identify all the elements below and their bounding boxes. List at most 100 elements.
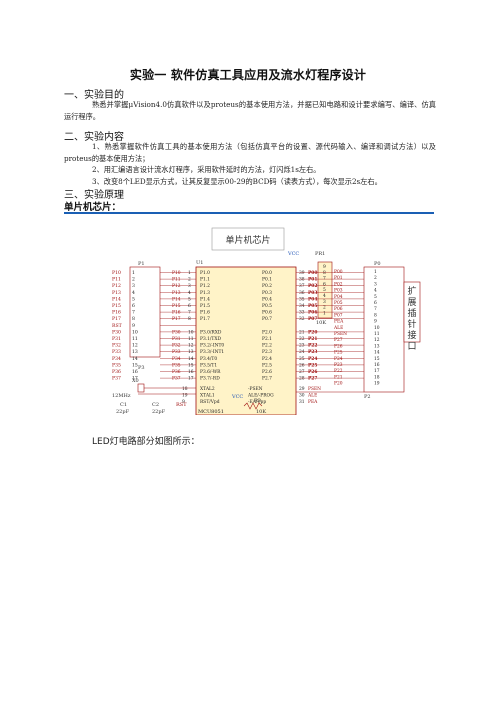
chip-left-net: P31	[172, 337, 181, 342]
right-header	[363, 266, 405, 393]
chip-left-name: P3.3/-INT1	[200, 350, 224, 355]
left-pin-number: 10	[132, 329, 138, 335]
chip-left-name: P1.0	[200, 271, 210, 276]
chip-right-num: 27	[299, 370, 305, 375]
p1-header	[129, 266, 161, 358]
right-header-net: P26	[334, 344, 343, 349]
chip-right-num: 28	[299, 377, 305, 382]
chip-left-net: P16	[172, 311, 181, 316]
left-pin-number: 14	[132, 356, 138, 362]
p2-label: P2	[364, 394, 371, 400]
left-pin-net: P36	[112, 369, 121, 375]
chip-right-name: P2.1	[262, 337, 272, 342]
pr1-pin-number: 2	[323, 306, 326, 311]
right-header-num: 12	[374, 338, 380, 343]
chip-bottom-right-num: 30	[299, 393, 305, 398]
chip-left-name: P3.6/-WR	[200, 370, 221, 375]
left-pin-number: 17	[132, 376, 138, 382]
pr1-label: PR1	[315, 251, 325, 257]
chip-right-num: 33	[299, 311, 305, 316]
chip-right-net: P26	[308, 370, 317, 375]
left-pin-number: 8	[132, 316, 135, 322]
chip-left-num: 2	[188, 278, 191, 283]
vcc-label-r3: VCC	[231, 394, 243, 400]
chip-right-name: P0.6	[262, 311, 272, 316]
chip-bottom-left-name: XTAL1	[200, 393, 215, 398]
chip-right-name: P0.2	[262, 284, 272, 289]
chip-left-num: 16	[188, 370, 194, 375]
chip-left-net: P35	[172, 363, 181, 368]
chip-bottom-left-num: 18	[182, 387, 188, 392]
left-pin-net: P17	[112, 316, 121, 322]
chip-left-num: 6	[188, 304, 191, 309]
right-header-net: ALE	[333, 326, 343, 331]
left-pin-net: P34	[112, 356, 121, 362]
left-pin-net: P13	[112, 290, 121, 296]
chip-bottom-right-net: PEA	[308, 400, 318, 405]
chip-left-net: P10	[172, 271, 181, 276]
chip-left-name: P3.4/T0	[200, 357, 217, 362]
left-pin-number: 11	[132, 336, 138, 342]
right-header-num: 7	[374, 307, 377, 312]
chip-right-name: P0.3	[262, 291, 272, 296]
chip-right-num: 35	[299, 297, 305, 302]
chip-bottom-right-name: -PSEN	[248, 387, 263, 392]
p1-label: P1	[138, 261, 145, 267]
chip-right-num: 21	[299, 330, 305, 335]
right-header-net: P20	[334, 382, 343, 387]
left-pin-number: 5	[132, 296, 135, 302]
left-pin-number: 7	[132, 310, 135, 316]
chip-right-name: P2.6	[262, 370, 272, 375]
chip-right-name: P0.4	[262, 297, 272, 302]
left-pin-number: 9	[132, 323, 135, 329]
crystal-freq: 12MHz	[112, 393, 131, 399]
left-pin-net: P16	[112, 310, 121, 316]
left-pin-number: 1	[132, 270, 135, 276]
chip-left-net: P14	[172, 297, 181, 302]
chip-left-name: P3.1/TXD	[200, 337, 221, 342]
right-header-num: 13	[374, 344, 380, 349]
chip-right-name: P0.5	[262, 304, 272, 309]
chip-left-name: P3.2/-INT0	[200, 344, 224, 349]
chip-left-net: P30	[172, 330, 181, 335]
chip-left-net: P13	[172, 291, 181, 296]
right-header-net: P22	[334, 369, 343, 374]
chip-right-num: 26	[299, 363, 305, 368]
chip-right-net: P27	[308, 377, 317, 382]
chip-left-net: P33	[172, 350, 181, 355]
vcc-label-top: VCC	[287, 251, 299, 257]
chip-right-name: P2.7	[262, 377, 272, 382]
chip-right-net: P20	[308, 330, 317, 335]
left-pin-net: P31	[112, 336, 121, 342]
chip-right-name: P2.5	[262, 363, 272, 368]
chip-left-name: P1.3	[200, 291, 210, 296]
left-pin-number: 3	[132, 283, 135, 289]
chip-right-num: 22	[299, 337, 305, 342]
chip-subtitle: 单片机芯片：	[64, 202, 122, 213]
right-header-num: 17	[374, 369, 380, 374]
content-item-2: 2、用汇编语言设计流水灯程序，采用软件延时的方法，灯闪烁1s左右。	[92, 165, 321, 174]
chip-left-num: 13	[188, 350, 194, 355]
p3-label: P3	[138, 365, 145, 371]
ext-header-char: 接	[407, 329, 416, 341]
chip-bottom-right-name: ALE/-PROG	[247, 393, 274, 398]
chip-bottom-right-net: PSEN	[308, 387, 321, 392]
right-header-num: 3	[374, 282, 377, 287]
pr1-pin-number: 8	[323, 271, 326, 276]
chip-left-num: 8	[188, 317, 191, 322]
left-pin-net: P11	[112, 277, 121, 283]
left-pin-net: P32	[112, 343, 121, 349]
chip-left-num: 10	[188, 330, 194, 335]
chip-left-name: P1.4	[200, 297, 210, 302]
right-header-num: 1	[374, 270, 377, 275]
schematic-title: 单片机芯片	[225, 234, 270, 246]
chip-right-num: 36	[299, 291, 305, 296]
ext-header-char: 插	[407, 307, 416, 319]
chip-left-name: P3.7/-RD	[200, 377, 220, 382]
right-header-net: P06	[334, 307, 343, 312]
ext-header-char: 扩	[407, 285, 416, 297]
chip-right-net: P05	[308, 304, 317, 309]
content-item-3: 3、改变8个LED显示方式，让其反复显示00-29的BCD码（读表方式），每次显…	[92, 177, 382, 186]
